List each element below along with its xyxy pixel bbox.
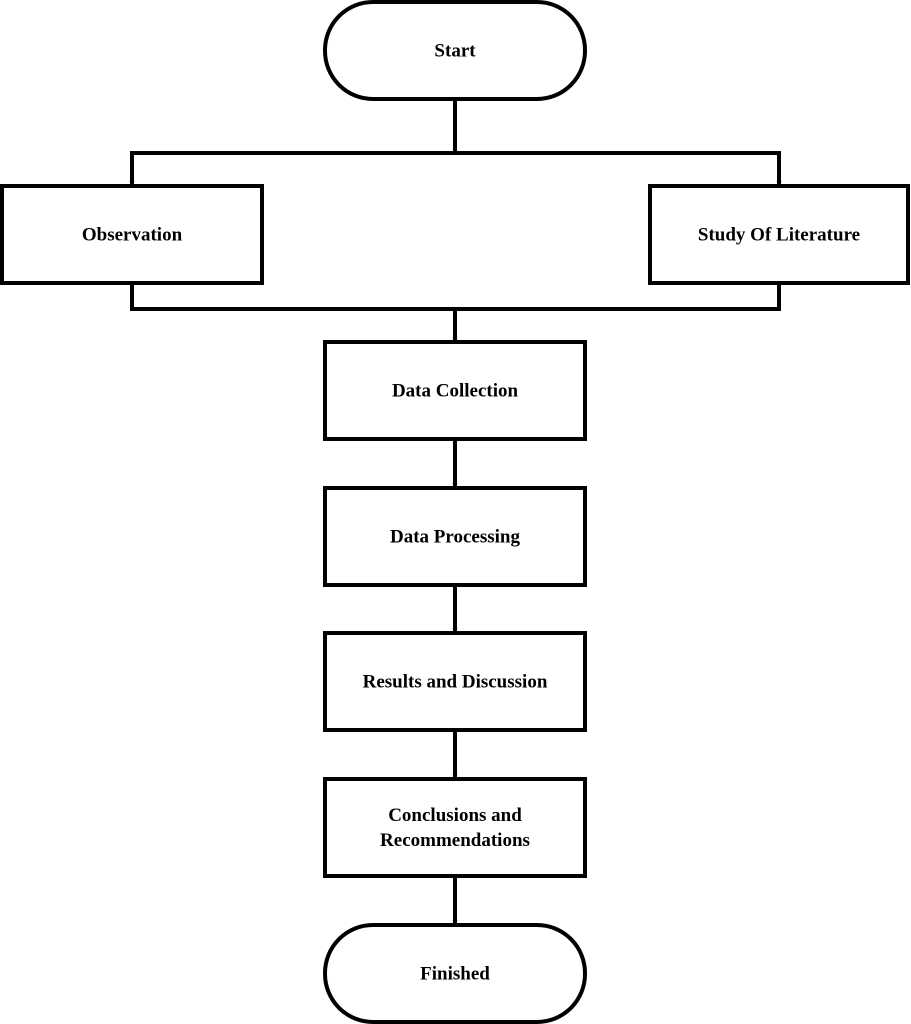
process-box [0, 184, 264, 285]
node-observation: Observation [0, 184, 264, 285]
terminal-shape [323, 923, 587, 1024]
process-box [648, 184, 910, 285]
process-box [323, 486, 587, 587]
node-data-processing: Data Processing [323, 486, 587, 587]
node-label: Start [434, 41, 476, 62]
node-data-collection: Data Collection [323, 340, 587, 441]
process-box [323, 340, 587, 441]
process-box [323, 631, 587, 732]
terminal-shape [323, 0, 587, 101]
node-literature: Study Of Literature [648, 184, 910, 285]
connector-observation-merge [130, 283, 455, 311]
node-start: Start [323, 0, 587, 101]
node-finished: Finished [323, 923, 587, 1024]
connector-start-literature [455, 151, 782, 186]
connector-start-observation [129, 151, 455, 186]
process-box [323, 777, 587, 878]
node-results: Results and Discussion [323, 631, 587, 732]
node-label: Conclusions and [388, 805, 522, 826]
node-label: Study Of Literature [698, 225, 860, 246]
node-label: Results and Discussion [363, 672, 548, 693]
node-label: Data Collection [392, 381, 519, 402]
node-label: Finished [420, 964, 490, 985]
node-label: Data Processing [390, 527, 520, 548]
node-label: Recommendations [380, 830, 530, 851]
node-label: Observation [82, 225, 183, 246]
connector-literature-merge [455, 283, 781, 311]
